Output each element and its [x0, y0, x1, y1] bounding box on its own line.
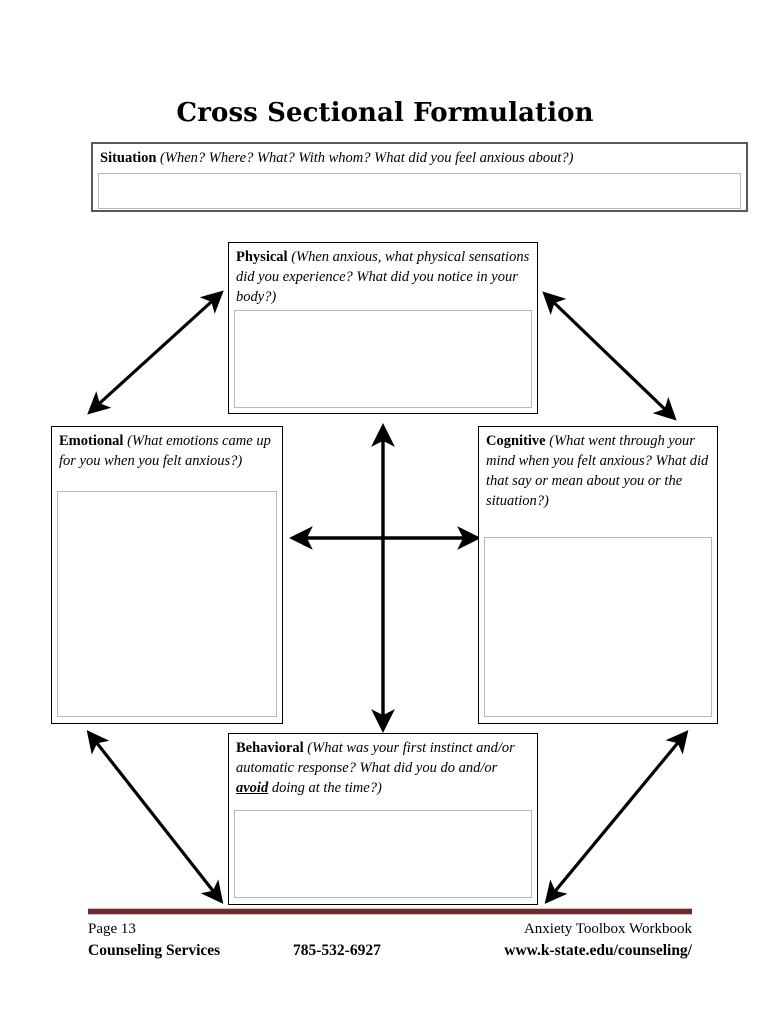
cognitive-write-area[interactable] — [484, 537, 712, 717]
footer-website: www.k-state.edu/counseling/ — [504, 942, 692, 959]
behavioral-prompt-emphasis: avoid — [236, 780, 269, 796]
physical-prompt-text: (When anxious, what physical sensations … — [236, 249, 530, 305]
page-footer: Page 13 Anxiety Toolbox Workbook Counsel… — [88, 908, 692, 965]
footer-organization: Counseling Services — [88, 942, 221, 959]
emotional-label: Emotional — [59, 433, 124, 449]
behavioral-prompt-text-part1: (What was your first instinct and/or aut… — [236, 740, 515, 776]
arrow-physical-cognitive — [542, 291, 677, 421]
physical-box: Physical (When anxious, what physical se… — [228, 242, 538, 414]
behavioral-label: Behavioral — [236, 740, 304, 756]
cognitive-prompt: Cognitive (What went through your mind w… — [479, 427, 717, 513]
arrow-emotional-behavioral — [86, 730, 224, 904]
behavioral-box: Behavioral (What was your first instinct… — [228, 733, 538, 905]
physical-label: Physical — [236, 249, 288, 265]
situation-label: Situation — [100, 150, 157, 166]
emotional-prompt: Emotional (What emotions came up for you… — [52, 427, 282, 473]
footer-page-number: Page 13 — [88, 921, 136, 937]
footer-divider — [88, 908, 692, 915]
cognitive-box: Cognitive (What went through your mind w… — [478, 426, 718, 724]
cognitive-prompt-text: (What went through your mind when you fe… — [486, 433, 709, 509]
footer-workbook-title: Anxiety Toolbox Workbook — [523, 921, 692, 937]
behavioral-write-area[interactable] — [234, 810, 532, 898]
emotional-write-area[interactable] — [57, 491, 277, 717]
situation-box: Situation (When? Where? What? With whom?… — [91, 142, 748, 212]
emotional-box: Emotional (What emotions came up for you… — [51, 426, 283, 724]
footer-row-bottom: Counseling Services 785-532-6927 www.k-s… — [88, 942, 692, 963]
footer-rows: Page 13 Anxiety Toolbox Workbook Counsel… — [88, 921, 692, 965]
behavioral-prompt-text-part2: doing at the time?) — [268, 780, 382, 796]
behavioral-prompt: Behavioral (What was your first instinct… — [229, 734, 537, 800]
situation-write-area[interactable] — [98, 173, 741, 209]
situation-prompt-text: (When? Where? What? With whom? What did … — [160, 150, 574, 166]
cognitive-label: Cognitive — [486, 433, 546, 449]
footer-row-top: Page 13 Anxiety Toolbox Workbook — [88, 921, 692, 942]
page-title: Cross Sectional Formulation — [176, 98, 594, 128]
arrow-cognitive-behavioral — [544, 730, 689, 904]
footer-phone: 785-532-6927 — [293, 942, 381, 959]
emotional-prompt-text: (What emotions came up for you when you … — [59, 433, 271, 469]
situation-prompt: Situation (When? Where? What? With whom?… — [93, 144, 746, 170]
arrow-physical-emotional — [87, 290, 224, 415]
physical-write-area[interactable] — [234, 310, 532, 408]
physical-prompt: Physical (When anxious, what physical se… — [229, 243, 537, 309]
